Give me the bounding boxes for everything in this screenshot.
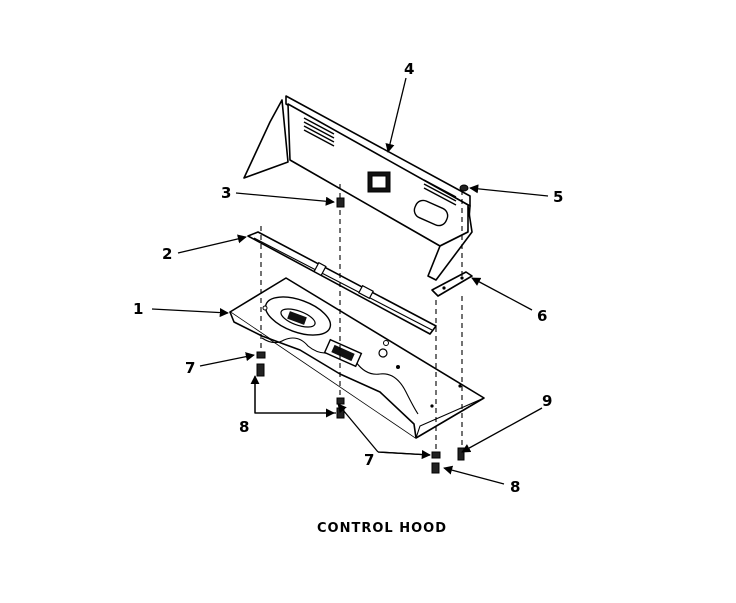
- nut-7-right: [431, 451, 441, 459]
- vent-slots-left: [303, 117, 335, 147]
- callout-8-bottom: 8: [510, 478, 520, 496]
- nut-7-mid: [336, 397, 345, 405]
- mounting-bracket: [431, 271, 473, 297]
- clip-3: [336, 197, 345, 208]
- nut-7-left: [256, 351, 266, 359]
- panel-cutout: [413, 199, 449, 227]
- screw-8-left: [256, 363, 265, 377]
- callout-numbers: 1 2 3 4 5 6 7 8 7 8 9: [133, 60, 563, 496]
- callout-6: 6: [537, 307, 547, 325]
- callout-8-left: 8: [239, 418, 249, 436]
- callout-3: 3: [221, 184, 231, 202]
- screw-9: [457, 447, 465, 461]
- mounting-rail: [247, 231, 437, 335]
- callout-7-left: 7: [185, 359, 195, 377]
- assembly-lines: [260, 184, 463, 450]
- rectangular-opening: [323, 338, 363, 368]
- vent-slots-right: [423, 179, 457, 206]
- callout-1: 1: [133, 300, 143, 318]
- fastener-5: [459, 184, 469, 192]
- callout-2: 2: [162, 245, 172, 263]
- callout-7-bottom: 7: [364, 451, 374, 469]
- callout-5: 5: [553, 188, 563, 206]
- callout-9: 9: [542, 392, 552, 410]
- diagram-caption: CONTROL HOOD: [317, 521, 447, 536]
- callout-4: 4: [404, 60, 414, 78]
- control-panel-backguard: [243, 95, 473, 281]
- leader-lines: [151, 77, 549, 485]
- screw-8-right: [431, 462, 440, 474]
- hardware: [256, 184, 469, 474]
- control-hood-base: [229, 277, 485, 439]
